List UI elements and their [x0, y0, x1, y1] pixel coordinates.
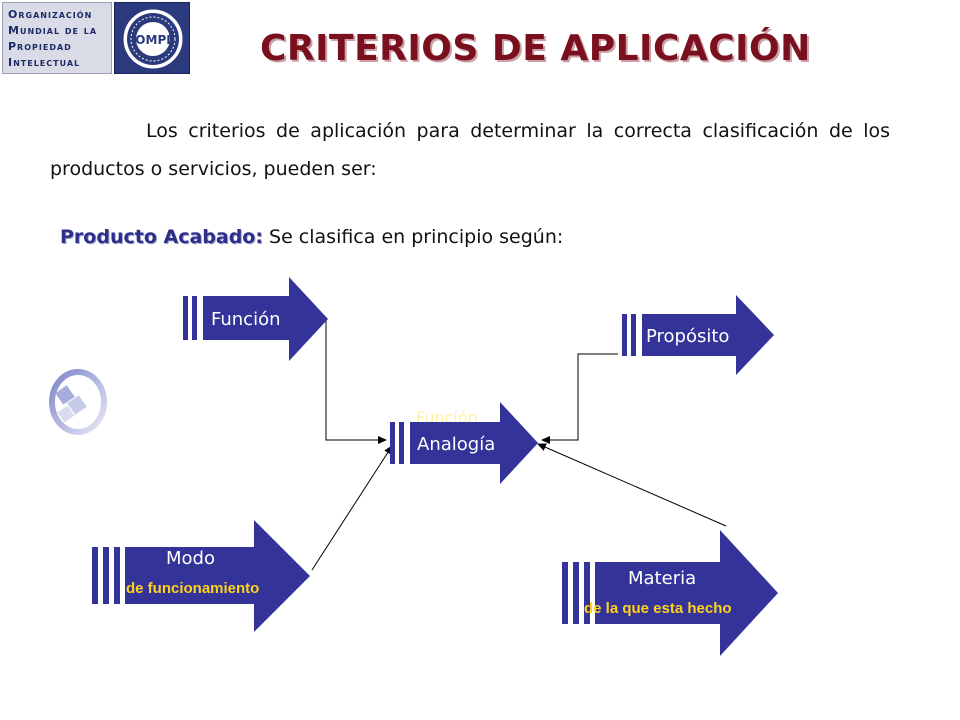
- logo-text-block: Organización Mundial de la Propiedad Int…: [2, 2, 112, 74]
- arrow-modo: Modo de funcionamiento: [92, 520, 310, 632]
- logo-line-3: Propiedad: [8, 40, 72, 53]
- seal-text: OMPI: [135, 33, 170, 47]
- producto-acabado-line: Producto Acabado: Se clasifica en princi…: [60, 226, 563, 248]
- connector-materia-analogia: [537, 443, 727, 527]
- intro-paragraph: Los criterios de aplicación para determi…: [50, 120, 890, 180]
- logo-line-2: Mundial de la: [8, 24, 98, 37]
- producto-acabado-term: Producto Acabado: [60, 226, 256, 248]
- funcion-label: Función: [211, 309, 281, 330]
- modo-label: Modo: [166, 548, 215, 569]
- ompi-logo: Organización Mundial de la Propiedad Int…: [2, 2, 192, 78]
- connector-modo-analogia: [311, 445, 393, 571]
- producto-acabado-text: Se clasifica en principio según:: [262, 226, 564, 248]
- logo-line-1: Organización: [8, 8, 93, 21]
- arrow-analogia: Analogía: [390, 402, 538, 484]
- materia-label: Materia: [628, 568, 697, 589]
- arrow-materia: Materia de la que esta hecho: [562, 530, 778, 656]
- ompi-seal-icon: OMPI: [114, 2, 190, 74]
- proposito-label: Propósito: [646, 326, 730, 347]
- decorative-globe-icon: [48, 368, 108, 444]
- modo-sub-label: de funcionamiento: [126, 580, 260, 597]
- connector-proposito-analogia: [541, 353, 618, 444]
- arrow-proposito: Propósito: [622, 295, 774, 375]
- arrow-funcion: Función: [183, 277, 328, 361]
- analogia-label: Analogía: [417, 434, 496, 455]
- logo-line-4: Intelectual: [8, 56, 81, 69]
- materia-sub-label: de la que esta hecho: [584, 600, 732, 617]
- producto-acabado-colon: :: [255, 226, 263, 248]
- connector-funcion-analogia: [325, 317, 387, 444]
- page-title: CRITERIOS DE APLICACIÓN: [260, 28, 811, 69]
